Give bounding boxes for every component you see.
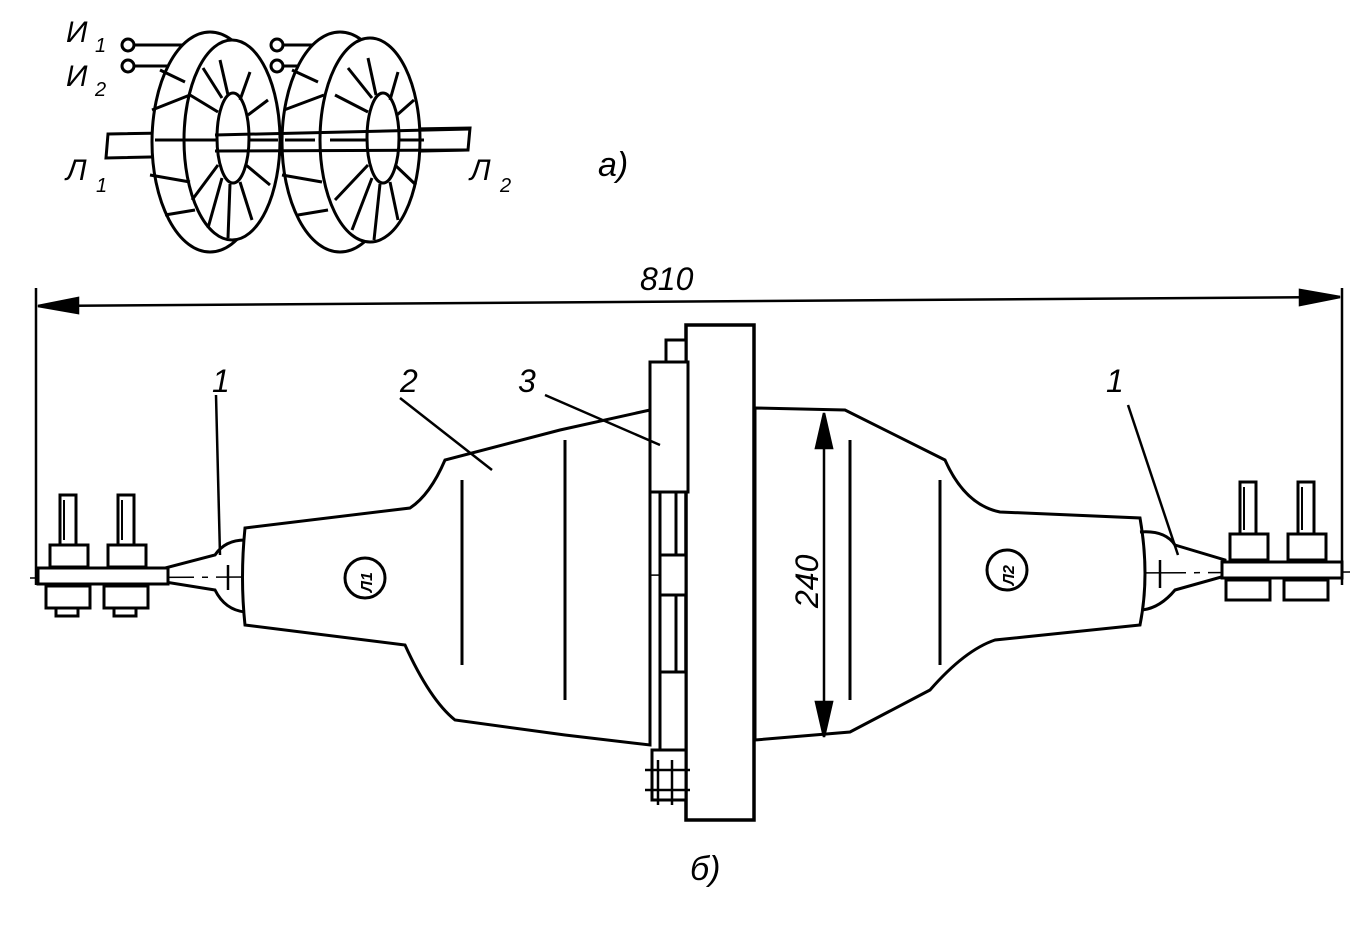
casing-ribs — [460, 440, 942, 700]
right-neck — [1139, 530, 1227, 612]
callout-1-left: 1 — [212, 363, 230, 399]
callout-leaders — [214, 393, 1180, 556]
callout-2: 2 — [399, 363, 418, 399]
label-i2-sub: 2 — [94, 79, 106, 101]
label-l2-sub: 2 — [499, 175, 511, 197]
label-l1-sub: 1 — [96, 175, 107, 197]
right-terminals — [1220, 480, 1344, 602]
flange-plates — [650, 338, 688, 802]
dimension-length — [34, 288, 1344, 585]
label-i2: И — [66, 60, 88, 93]
dimension-diameter — [814, 412, 834, 738]
marking-l2-circle — [985, 548, 1029, 592]
callout-1-right: 1 — [1106, 363, 1124, 399]
dimension-length-value: 810 — [640, 261, 694, 297]
label-i1-sub: 1 — [95, 35, 106, 57]
flange-bolt — [645, 760, 690, 805]
terminal-i1-circle-2 — [269, 37, 285, 53]
marking-l2: Л2 — [1001, 565, 1018, 586]
right-toroid — [280, 30, 424, 254]
mounting-flange — [684, 323, 756, 822]
label-l2: Л — [468, 154, 491, 187]
terminal-i1-circle — [120, 37, 136, 53]
terminal-i2-circle-2 — [269, 58, 285, 74]
marking-l1: Л1 — [359, 572, 376, 593]
label-l1: Л — [64, 154, 87, 187]
caption-a: а) — [598, 146, 628, 184]
left-casing — [241, 408, 652, 747]
figure-a-toroids — [104, 30, 472, 254]
dimension-diameter-value: 240 — [789, 554, 825, 609]
right-casing — [753, 406, 1147, 742]
caption-b: б) — [690, 850, 720, 888]
terminal-box — [648, 360, 690, 494]
left-terminals — [36, 493, 170, 618]
marking-l1-circle — [343, 556, 387, 600]
callout-3: 3 — [518, 363, 536, 399]
terminal-i2-circle — [120, 58, 136, 74]
left-toroid — [149, 30, 282, 254]
left-neck — [163, 538, 246, 614]
label-i1: И — [66, 16, 88, 49]
